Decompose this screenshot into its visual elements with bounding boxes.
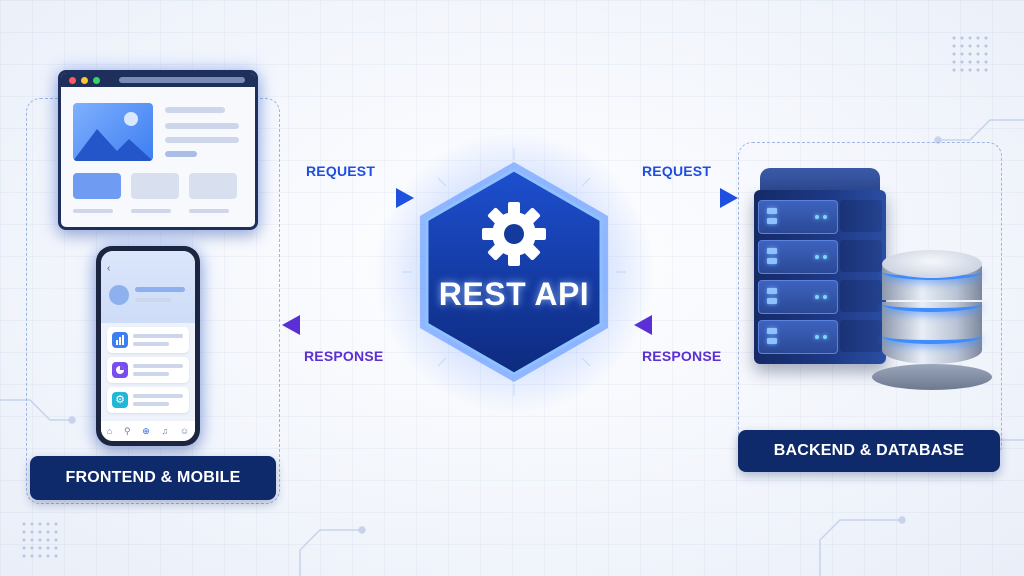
- text-line: [133, 402, 169, 406]
- server-unit: [758, 320, 838, 354]
- server-rack-illustration: [754, 168, 886, 364]
- frontend-label-text: FRONTEND & MOBILE: [65, 469, 241, 486]
- close-dot-icon: [69, 77, 76, 84]
- request-label-right: REQUEST: [642, 163, 712, 179]
- profile-icon: ☺: [179, 426, 190, 436]
- gear-icon: [482, 202, 546, 266]
- text-line: [189, 209, 229, 213]
- back-chevron-icon: ‹: [107, 263, 111, 274]
- server-unit: [758, 240, 838, 274]
- request-arrow-left: [282, 188, 414, 208]
- server-unit: [758, 200, 838, 234]
- gear-icon: ⚙: [112, 392, 128, 408]
- server-unit-side: [840, 280, 882, 312]
- text-line: [165, 123, 239, 129]
- home-icon: ⌂: [106, 426, 113, 436]
- text-line: [135, 298, 171, 302]
- content-card: [131, 173, 179, 199]
- text-line: [133, 364, 183, 368]
- add-icon: ⊕: [142, 425, 150, 436]
- database-base: [872, 364, 992, 390]
- backend-label: BACKEND & DATABASE: [738, 430, 1000, 472]
- response-label-left: RESPONSE: [304, 348, 384, 364]
- database-ring: [882, 328, 982, 344]
- text-line: [131, 209, 171, 213]
- request-label-left: REQUEST: [306, 163, 376, 179]
- text-line: [135, 287, 185, 292]
- server-unit: [758, 280, 838, 314]
- avatar: [109, 285, 129, 305]
- browser-titlebar: [61, 73, 255, 87]
- address-bar: [119, 77, 245, 83]
- phone-tab-bar: ⌂ ⚲ ⊕ ♫ ☺: [101, 421, 195, 441]
- text-line: [133, 342, 169, 346]
- bar-chart-icon: [112, 332, 128, 348]
- text-line: [133, 334, 183, 338]
- content-card: [73, 173, 121, 199]
- list-item: [107, 327, 189, 353]
- content-card: [189, 173, 237, 199]
- response-arrow-right: [634, 315, 742, 335]
- api-title: REST API: [438, 276, 590, 312]
- list-item: ⚙: [107, 387, 189, 413]
- request-arrow-right: [612, 188, 738, 208]
- maximize-dot-icon: [93, 77, 100, 84]
- text-line: [73, 209, 113, 213]
- text-line: [165, 151, 197, 157]
- minimize-dot-icon: [81, 77, 88, 84]
- search-icon: ⚲: [123, 425, 131, 436]
- database-illustration: [872, 236, 992, 392]
- text-line: [165, 137, 239, 143]
- phone-header: ‹: [101, 251, 195, 323]
- text-line: [133, 372, 169, 376]
- phone-screen: ‹ ⚙ ⌂ ⚲ ⊕ ♫ ☺: [101, 251, 195, 441]
- backend-label-text: BACKEND & DATABASE: [773, 442, 965, 459]
- response-arrow-left: [282, 315, 404, 335]
- decor-dots-bottom-left: [20, 520, 60, 560]
- decor-dots-top-right: [950, 34, 990, 74]
- text-line: [133, 394, 183, 398]
- database-top: [882, 250, 982, 278]
- image-placeholder-icon: [73, 103, 153, 161]
- database-ring: [882, 264, 982, 280]
- server-unit-side: [840, 200, 882, 232]
- list-item: [107, 357, 189, 383]
- text-line: [165, 107, 225, 113]
- browser-window-illustration: [58, 70, 258, 230]
- pie-chart-icon: [112, 362, 128, 378]
- server-unit-side: [840, 320, 882, 352]
- server-unit-side: [840, 240, 882, 272]
- mobile-phone-illustration: ‹ ⚙ ⌂ ⚲ ⊕ ♫ ☺: [96, 246, 200, 446]
- response-label-right: RESPONSE: [642, 348, 722, 364]
- bell-icon: ♫: [161, 426, 169, 436]
- server-body: [754, 190, 886, 364]
- frontend-label: FRONTEND & MOBILE: [30, 456, 276, 500]
- database-ring: [882, 296, 982, 312]
- rest-api-hexagon: [402, 148, 626, 396]
